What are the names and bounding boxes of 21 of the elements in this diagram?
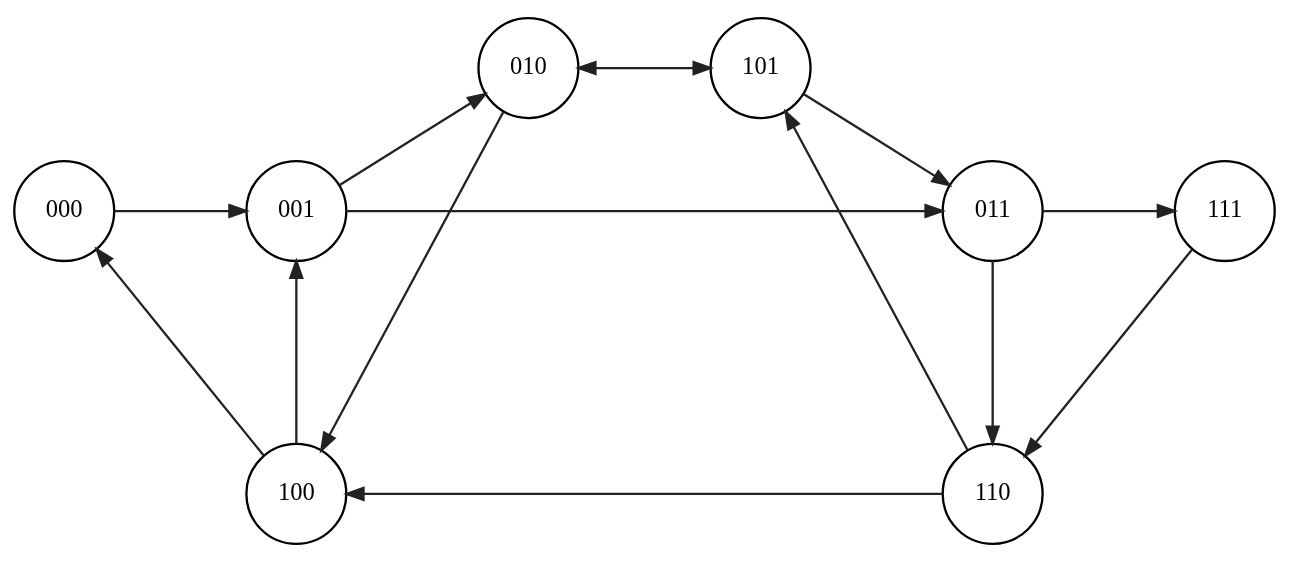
arrow (985, 260, 1001, 447)
arrow (575, 60, 714, 76)
arrow (343, 485, 943, 501)
node-circle: 011 (941, 159, 1044, 262)
arrow (346, 203, 946, 219)
node-circle: 000 (13, 159, 116, 262)
node-circle: 101 (709, 16, 812, 119)
arrow (802, 92, 953, 187)
arrow (94, 246, 265, 456)
arrow (288, 257, 304, 444)
arrow (1042, 203, 1179, 219)
node-circle: 010 (477, 16, 580, 119)
node-circle: 100 (245, 442, 348, 545)
arrow (783, 108, 969, 451)
node-circle: 110 (941, 442, 1044, 545)
arrow (114, 203, 250, 219)
arrow (1022, 248, 1193, 458)
arrow (338, 91, 489, 186)
node-circle: 001 (245, 159, 348, 262)
node-circle: 111 (1173, 159, 1276, 262)
arrow (319, 110, 505, 453)
